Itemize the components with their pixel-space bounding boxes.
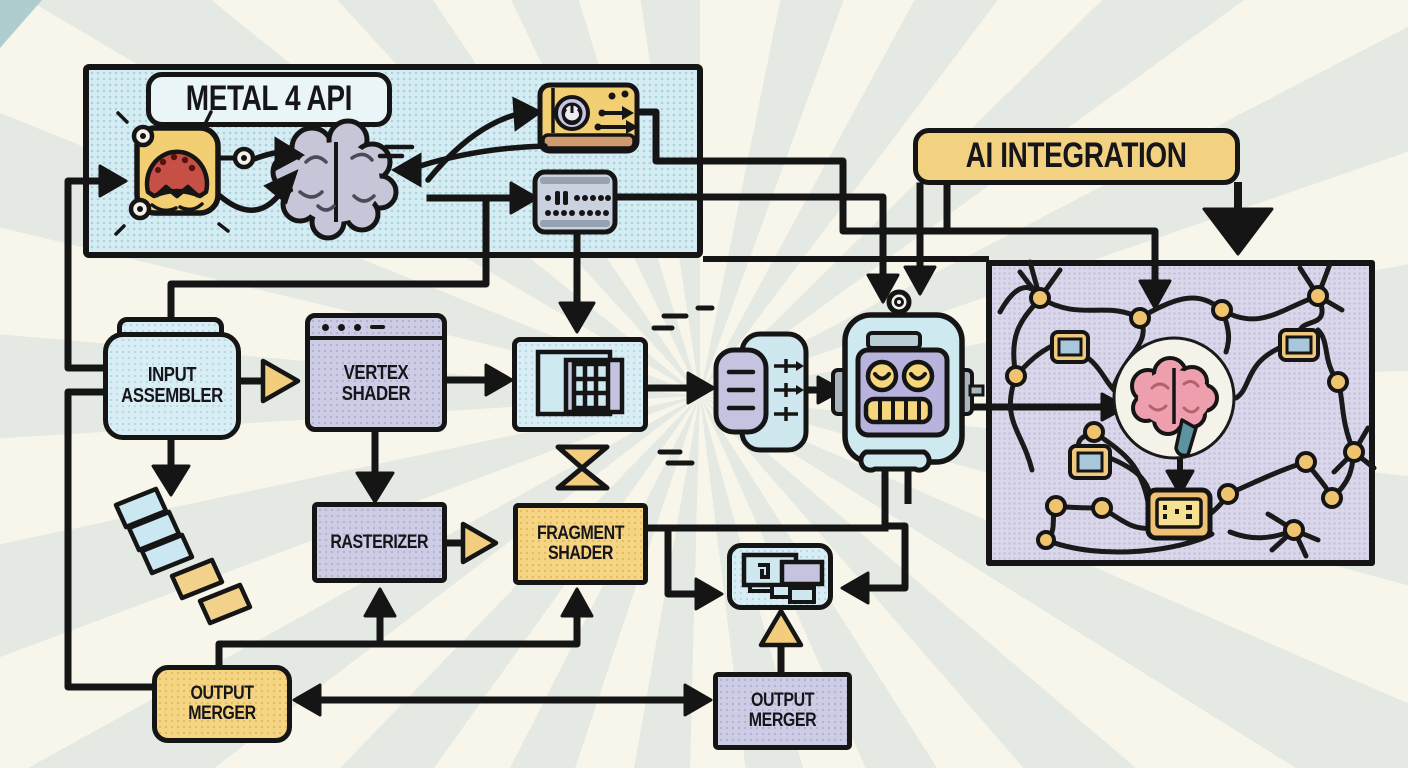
- vertex-shader-titlebar: [310, 318, 442, 340]
- input-assembler-box: INPUT ASSEMBLER: [103, 332, 241, 440]
- output-merger-right-box: OUTPUT MERGER: [713, 672, 852, 750]
- window-dash-icon: [370, 325, 385, 329]
- display-output-box: [727, 543, 833, 610]
- vertex-shader-label: VERTEX SHADER: [341, 361, 411, 405]
- metal-api-title-text: METAL 4 API: [185, 79, 353, 119]
- ai-network-panel: [986, 260, 1375, 566]
- output-merger-right-label: OUTPUT MERGER: [748, 690, 817, 731]
- window-dot-icon: [322, 323, 329, 331]
- window-dot-icon: [338, 323, 345, 331]
- window-dot-icon: [354, 323, 361, 331]
- rasterizer-box: RASTERIZER: [312, 502, 447, 583]
- vertex-shader-box: VERTEX SHADER: [305, 313, 447, 432]
- argument-buffer-icon: [651, 305, 809, 466]
- input-assembler-label: INPUT ASSEMBLER: [121, 364, 223, 407]
- fragment-shader-label: FRAGMENT SHADER: [536, 523, 625, 564]
- metal-api-title: METAL 4 API: [146, 72, 392, 127]
- robot-icon: [831, 289, 985, 504]
- ai-integration-label: AI INTEGRATION: [913, 128, 1240, 185]
- texture-box: [512, 337, 648, 432]
- primitives-stack-icon: [113, 486, 253, 626]
- output-merger-left-label: OUTPUT MERGER: [188, 683, 256, 724]
- rasterizer-label: RASTERIZER: [330, 531, 429, 553]
- hourglass-icon: [555, 444, 610, 491]
- ai-integration-text: AI INTEGRATION: [965, 136, 1187, 176]
- output-merger-left-box: OUTPUT MERGER: [152, 665, 292, 743]
- fragment-shader-box: FRAGMENT SHADER: [513, 503, 648, 585]
- corner-accent: [0, 0, 42, 48]
